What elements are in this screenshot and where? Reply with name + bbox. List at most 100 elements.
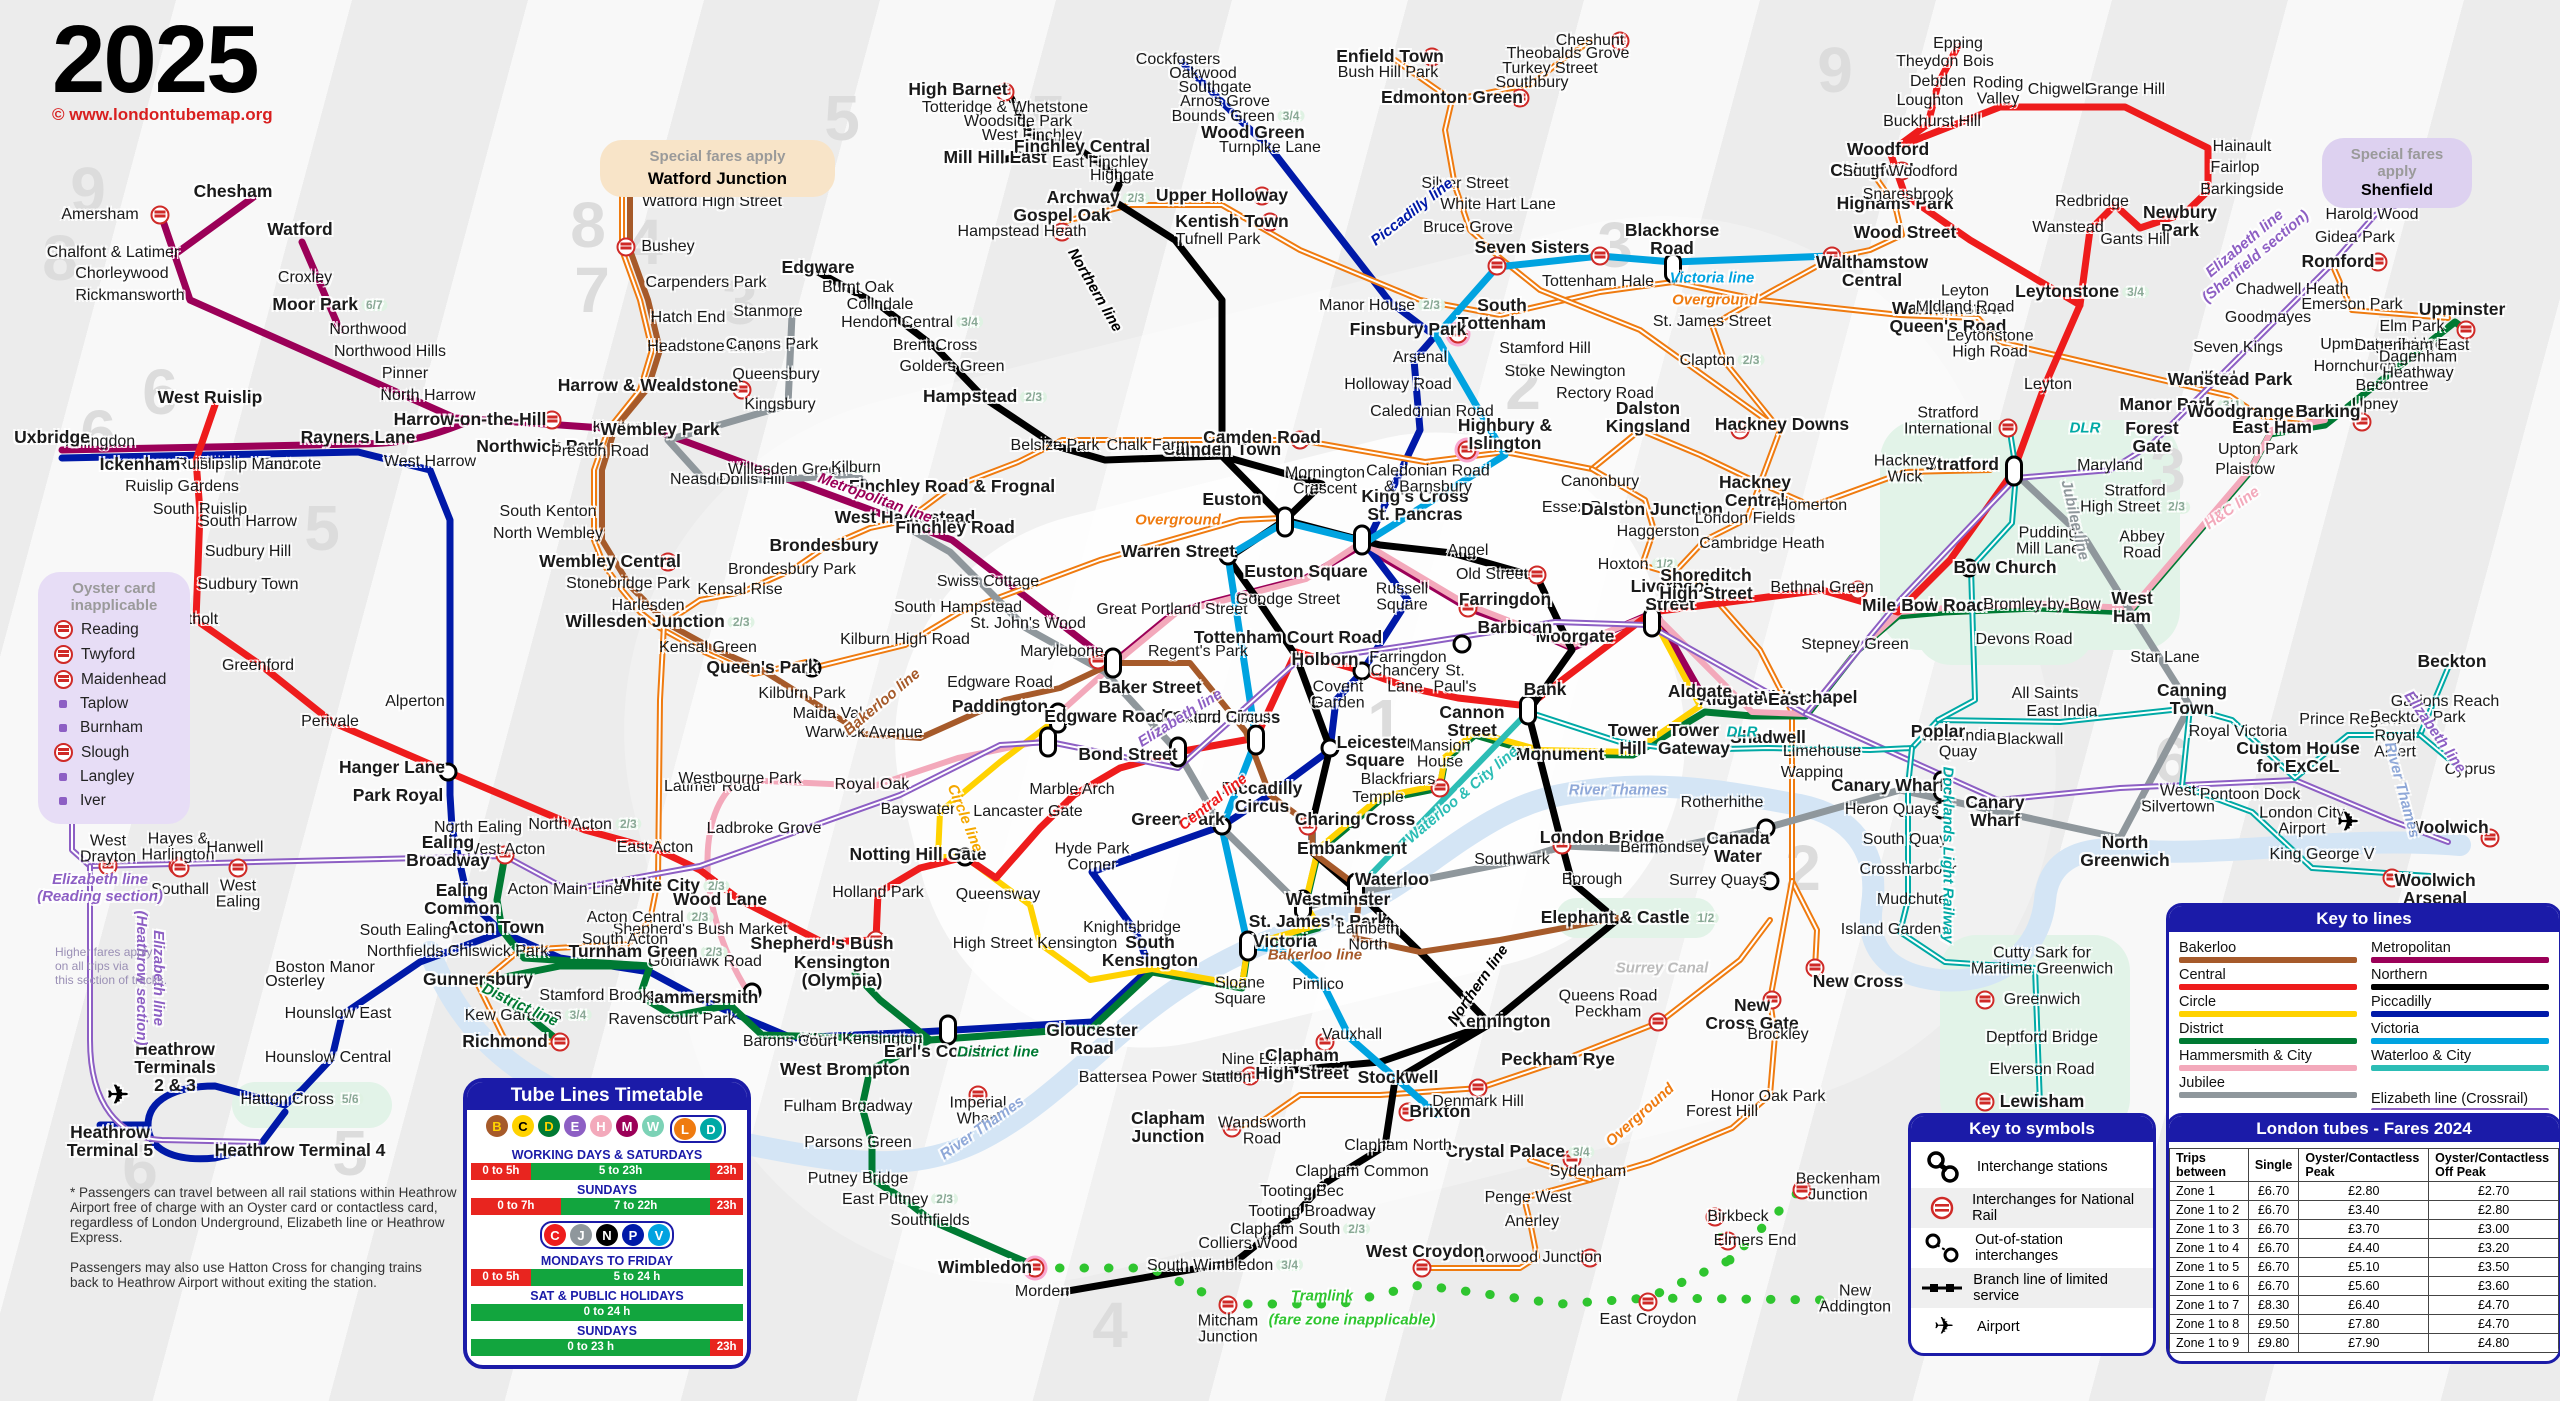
interchange-icon xyxy=(1756,818,1776,838)
national-rail-icon xyxy=(658,552,678,572)
station-label: Queens Road Peckham xyxy=(1558,987,1658,1021)
station-label: Bayswater xyxy=(880,800,956,818)
interchange-oval-icon xyxy=(1247,724,1265,756)
station-label: Queensbury xyxy=(732,365,820,383)
station-label: Great Portland Street xyxy=(1096,600,1248,618)
station-label: South Ealing xyxy=(359,921,451,939)
fares-header-cell: Oyster/Contactless Peak xyxy=(2298,1148,2430,1182)
fares-cell: £4.40 xyxy=(2298,1238,2430,1258)
zone-numeral: 8 xyxy=(42,222,78,294)
station-label: All Saints xyxy=(2011,684,2079,702)
website-link[interactable]: © www.londontubemap.org xyxy=(52,105,273,125)
station-label: West Acton xyxy=(464,840,546,858)
zone-badge: 2/3 xyxy=(686,911,714,923)
station-label: Hackney Wick xyxy=(1873,452,1937,486)
station-label: Pimlico xyxy=(1292,975,1344,993)
station-label: Caledonian Road xyxy=(1370,402,1494,420)
station-label: Kingsbury xyxy=(744,395,816,413)
timetable-title: Tube Lines Timetable xyxy=(467,1082,747,1110)
fares-cell: £3.20 xyxy=(2428,1238,2559,1258)
fares-title: London tubes - Fares 2024 xyxy=(2169,1116,2559,1142)
station-label: Bruce Grove xyxy=(1423,218,1513,236)
fares-row: Zone 1 to 6£6.70£5.60£3.60 xyxy=(2169,1276,2559,1296)
station-label: Caledonian Road & Barnsbury xyxy=(1366,462,1490,496)
station-label: Bromley-by-Bow xyxy=(1983,595,2101,613)
airport-icon: ✈ xyxy=(2337,806,2359,837)
station-label: Covent Garden xyxy=(1311,678,1365,712)
line-legend-item: Jubilee xyxy=(2179,1075,2357,1098)
station-label: Roding Valley xyxy=(1972,74,2024,108)
oyster-station-row: Burnham xyxy=(54,719,180,737)
station-label: Wanstead Park xyxy=(2167,369,2293,390)
station-label: Southbury xyxy=(1495,73,1569,91)
station-label: St. James Street xyxy=(1652,312,1772,330)
station-label: Maryland xyxy=(2077,456,2143,474)
station-label: Holloway Road xyxy=(1344,375,1452,393)
interchange-oval-icon xyxy=(1104,647,1122,679)
line-legend-label: Circle xyxy=(2179,994,2217,1010)
line-legend-item: Hammersmith & City xyxy=(2179,1048,2357,1071)
national-rail-icon xyxy=(1218,1295,1238,1315)
interchange-oval-icon xyxy=(1664,252,1682,284)
national-rail-icon xyxy=(1792,1180,1812,1200)
airport-icon: ✈ xyxy=(107,1079,129,1110)
station-label: Harlesden xyxy=(611,596,685,614)
station-label: Forest Gate xyxy=(2125,418,2179,456)
special-fares-label-2: Special fares apply xyxy=(2350,146,2444,180)
symbol-legend-row: Out-of-station interchanges xyxy=(1911,1228,2153,1268)
zone-badge: 2/3 xyxy=(614,818,642,830)
fares-row: Zone 1£6.70£2.80£2.70 xyxy=(2169,1181,2559,1201)
line-letter-badge: D xyxy=(700,1118,722,1140)
station-label: Kensington (Olympia) xyxy=(793,952,891,990)
line-legend-item: Victoria xyxy=(2371,1021,2549,1044)
station-label: Goodge Street xyxy=(1235,590,1341,608)
station-label: Wembley Central xyxy=(539,551,681,572)
national-rail-icon xyxy=(1998,418,2018,438)
station-label: Buckhurst Hill xyxy=(1883,112,1981,130)
station-label: Elmers End xyxy=(1713,1231,1797,1249)
station-label: Canning Town xyxy=(2157,680,2227,718)
line-letter-badge: C xyxy=(512,1115,534,1137)
station-label: Watford High Street xyxy=(642,192,782,210)
station-label: Mitcham Junction xyxy=(1197,1312,1259,1346)
station-label: Clapham Junction xyxy=(1131,1108,1205,1146)
oyster-station-label: Iver xyxy=(80,792,106,809)
station-label: Dollis Hill xyxy=(719,470,785,488)
station-label: Westminster xyxy=(1285,889,1391,910)
station-label: East India xyxy=(2026,702,2098,720)
station-label: Euston xyxy=(1202,489,1262,510)
national-rail-icon xyxy=(228,858,248,878)
line-legend-color-bar xyxy=(2179,1092,2357,1098)
station-label: Dagenham Heathway xyxy=(2378,348,2458,382)
station-label: Brent Cross xyxy=(892,336,978,354)
national-rail-icon xyxy=(995,82,1015,102)
zone-badge: 3/4 xyxy=(2217,399,2245,411)
out-of-station-icon xyxy=(1921,1233,1965,1263)
station-label: New Cross xyxy=(1812,971,1904,992)
fares-cell: £6.40 xyxy=(2298,1295,2430,1315)
station-label: Haggerston xyxy=(1616,522,1700,540)
fares-cell: £5.60 xyxy=(2298,1276,2430,1296)
station-label: South Acton xyxy=(581,930,669,948)
line-legend-label: Northern xyxy=(2371,967,2428,983)
station-label: Colindale xyxy=(846,295,914,313)
timetable-hours-segment: 0 to 7h xyxy=(471,1198,561,1215)
station-label: West Finchley xyxy=(981,126,1083,144)
station-label: Kilburn xyxy=(831,458,881,476)
station-label: West India Quay xyxy=(1920,727,1996,761)
station-label: West Croydon xyxy=(1365,1241,1485,1262)
station-tick-icon xyxy=(59,724,67,732)
fares-cell: £7.90 xyxy=(2298,1333,2430,1353)
national-rail-icon xyxy=(170,858,190,878)
station-label: Stamford Brook xyxy=(539,986,651,1004)
station-label: Upney xyxy=(2351,395,2399,413)
national-rail-icon xyxy=(1222,1118,1242,1138)
station-label: Southwark xyxy=(1474,850,1550,868)
line-name-label: Elizabeth line (Reading section) xyxy=(37,871,163,905)
